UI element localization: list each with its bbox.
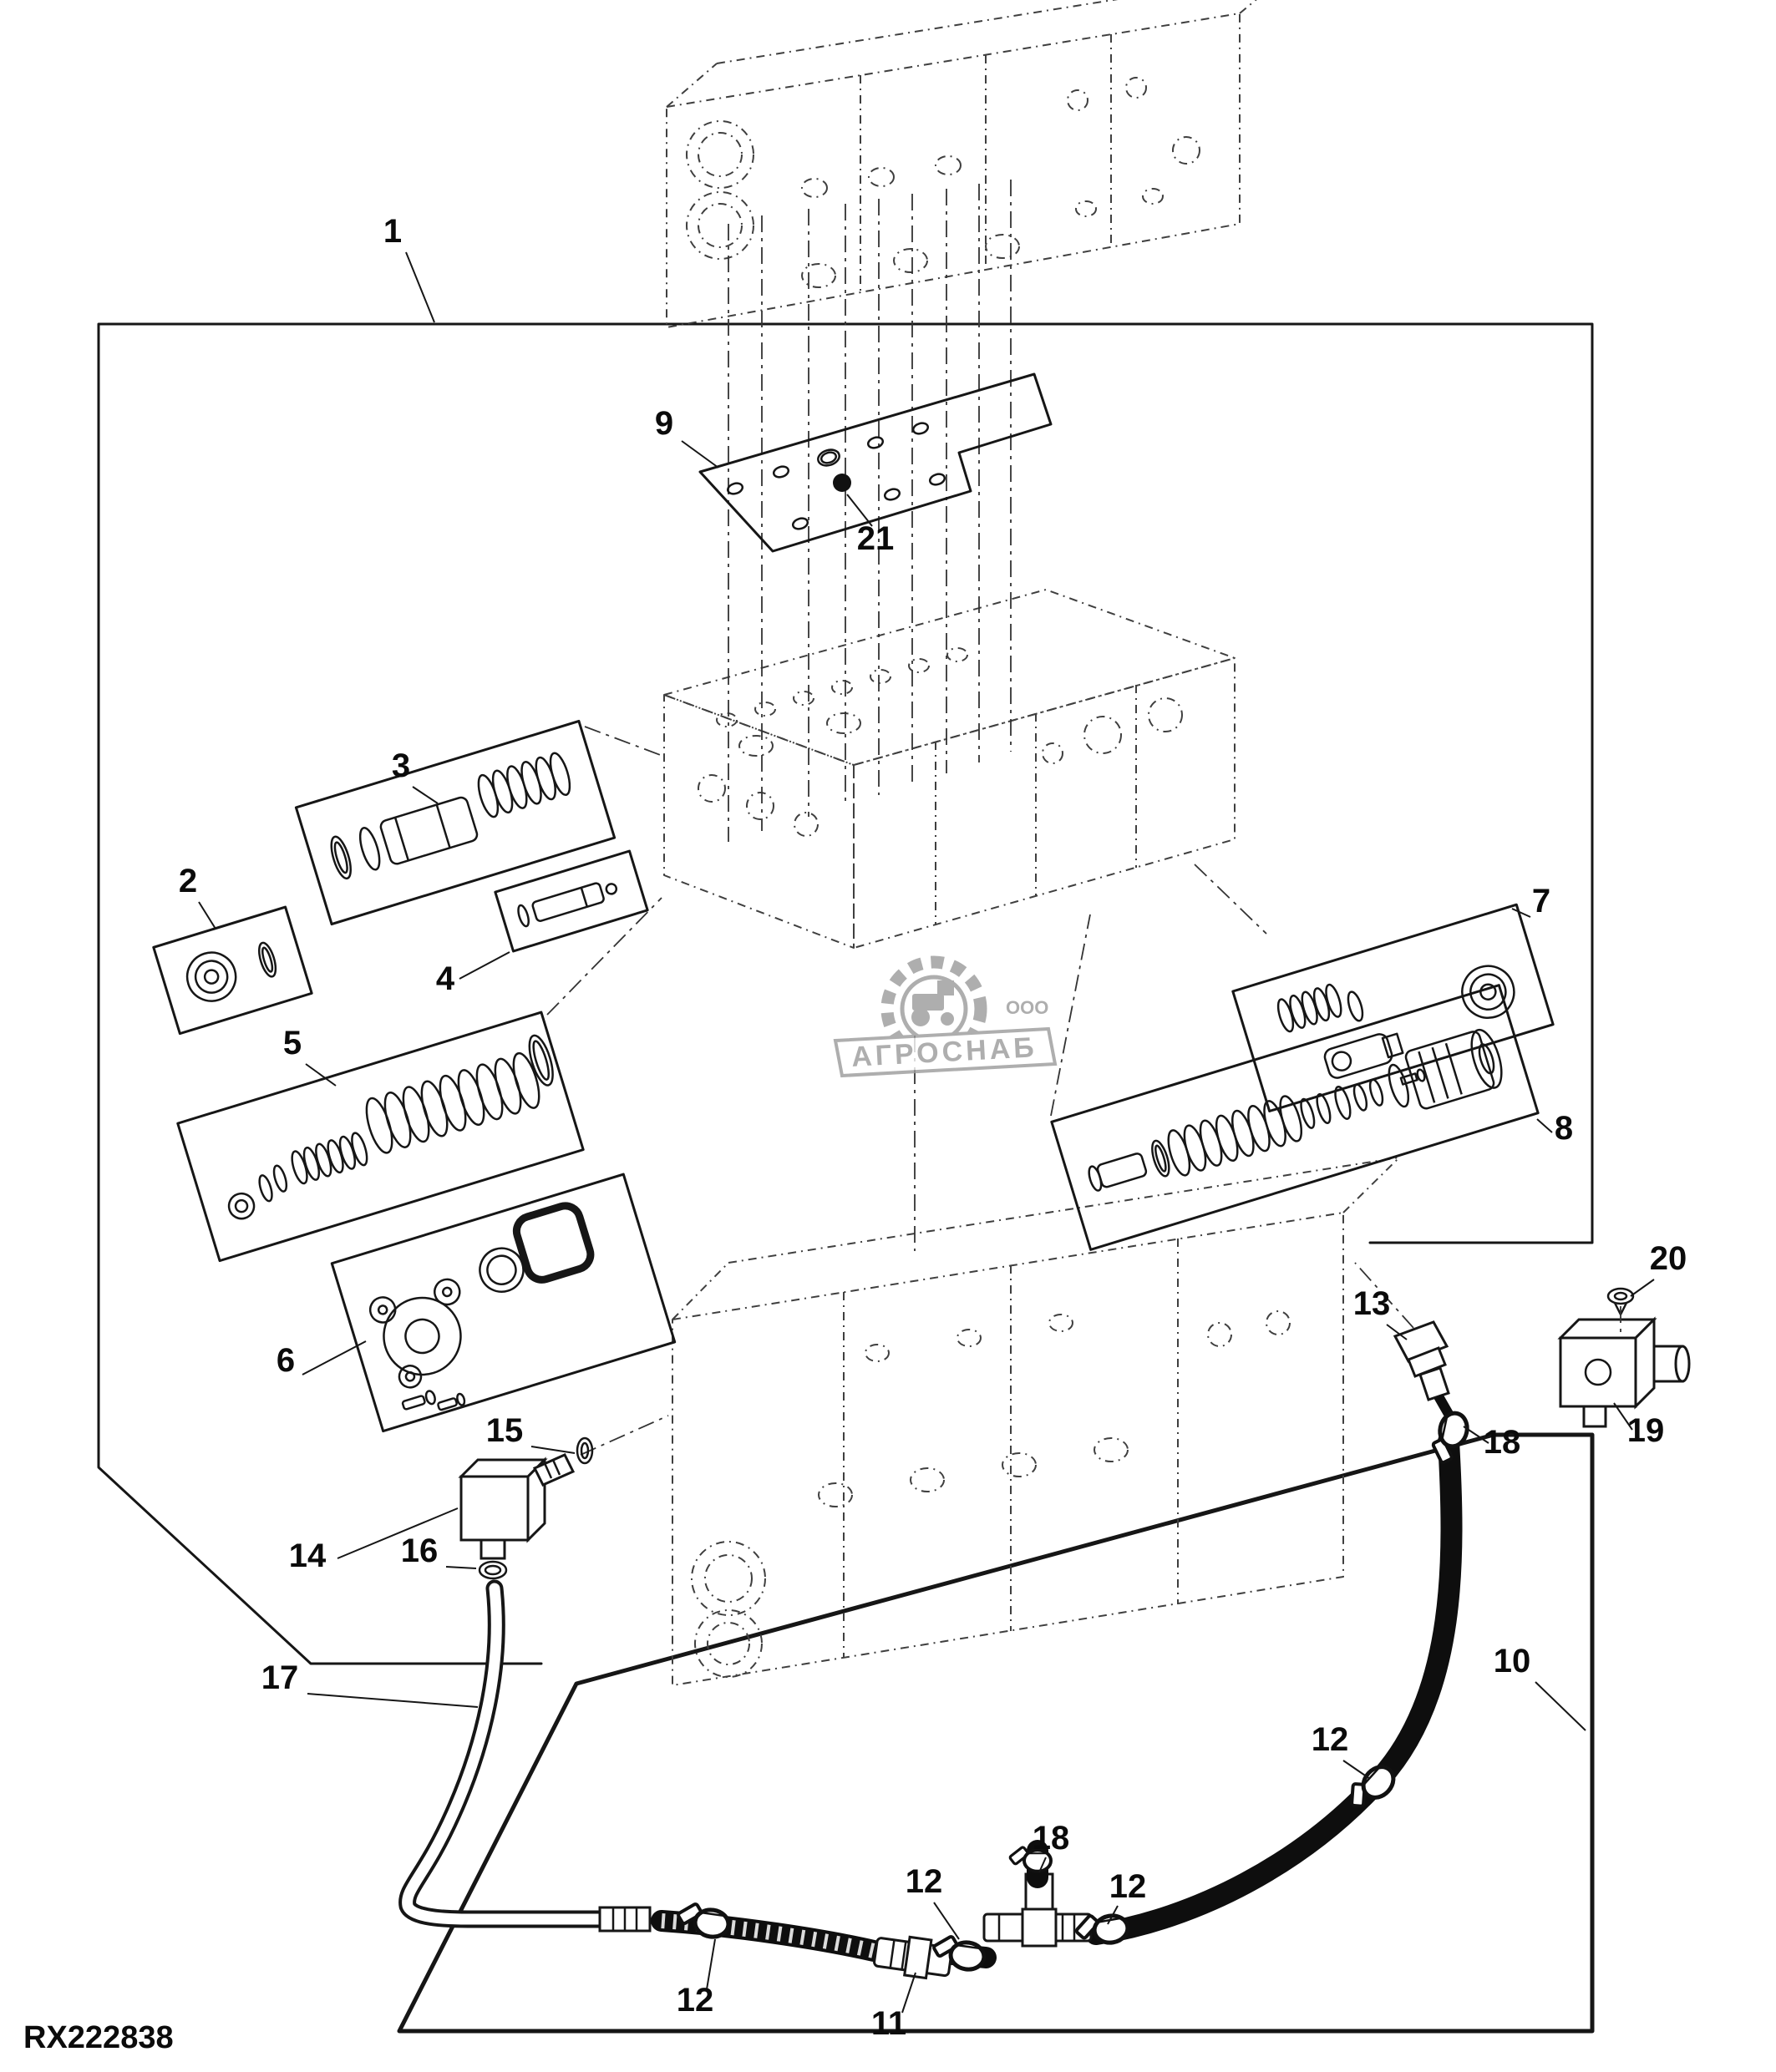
reference-number: RX222838 — [23, 2020, 174, 2055]
plug-20 — [1606, 1287, 1635, 1333]
detail-box-2 — [152, 905, 313, 1036]
leader-21 — [846, 494, 873, 527]
bottom-hose-assembly — [651, 1431, 1463, 1980]
elbow-fitting-14 — [458, 1453, 576, 1560]
o-ring-15 — [576, 1436, 594, 1465]
callout-15: 15 — [486, 1412, 524, 1449]
leader-12-left — [706, 1938, 716, 1990]
fitting-group-14-17 — [398, 1436, 652, 1933]
leader-12-mid — [933, 1902, 960, 1940]
leader-12-tee — [1107, 1905, 1119, 1925]
o-ring-16 — [478, 1560, 508, 1580]
plug-21 — [833, 474, 851, 492]
callout-19: 19 — [1627, 1412, 1665, 1449]
leader-2 — [198, 901, 216, 930]
leader-9 — [681, 440, 719, 469]
leader-8 — [1536, 1118, 1553, 1133]
callout-2: 2 — [179, 863, 197, 899]
hose-panel-10 — [397, 1432, 1595, 2034]
detail-box-7 — [1231, 903, 1555, 1112]
callout-11: 11 — [871, 2005, 906, 2042]
leader-18-bottom — [1038, 1857, 1047, 1873]
leader-15 — [530, 1446, 576, 1454]
callout-18-bottom: 18 — [1033, 1820, 1070, 1857]
leader-7 — [1511, 908, 1531, 918]
leader-10 — [1535, 1681, 1586, 1731]
detail-box-6 — [330, 1173, 677, 1433]
boundary-box-1 — [97, 322, 1594, 1665]
leader-19 — [1613, 1402, 1633, 1431]
detail-box-8 — [1050, 984, 1540, 1251]
callout-10: 10 — [1494, 1643, 1531, 1679]
callout-14: 14 — [289, 1538, 327, 1574]
callout-12-left: 12 — [677, 1982, 714, 2019]
callout-6: 6 — [277, 1342, 295, 1379]
long-hose-right — [1085, 1431, 1463, 1945]
ribbed-hose-left — [651, 1910, 885, 1962]
leader-20 — [1630, 1279, 1655, 1297]
leader-4 — [459, 951, 510, 980]
leader-12-right — [1342, 1760, 1371, 1780]
square-seal — [512, 1202, 595, 1284]
callout-9: 9 — [655, 405, 673, 442]
callout-20: 20 — [1650, 1240, 1687, 1277]
valve-block-bottom — [672, 1157, 1400, 1686]
callout-12-right: 12 — [1312, 1721, 1349, 1758]
leader-1 — [405, 251, 435, 323]
leader-13 — [1386, 1324, 1408, 1340]
leader-14 — [337, 1507, 459, 1559]
leader-6 — [302, 1340, 367, 1375]
watermark-tractor-icon — [911, 980, 954, 1026]
leader-5 — [305, 1063, 337, 1087]
callout-leaders — [198, 251, 1655, 2014]
watermark-org-prefix: ООО — [1006, 997, 1048, 1018]
center-lines — [546, 180, 1414, 1456]
callout-12-tee: 12 — [1109, 1868, 1147, 1905]
callout-7: 7 — [1532, 883, 1550, 919]
callout-13: 13 — [1353, 1285, 1391, 1322]
callout-18-upper: 18 — [1484, 1424, 1521, 1461]
fitting-group-13-20 — [1393, 1287, 1691, 1467]
callout-12-mid: 12 — [906, 1863, 943, 1900]
callout-labels: 1 9 21 2 3 4 5 6 7 8 13 18 19 20 10 14 1… — [179, 213, 1687, 2042]
leader-11 — [901, 1972, 916, 2014]
leader-3 — [412, 786, 439, 804]
hose-clamp-18-upper — [1429, 1410, 1470, 1467]
callout-3: 3 — [392, 747, 410, 784]
callout-8: 8 — [1555, 1110, 1573, 1147]
detail-box-3 — [294, 719, 617, 926]
callout-17: 17 — [261, 1659, 299, 1696]
callout-5: 5 — [283, 1025, 302, 1061]
gasket-plate-9 — [698, 372, 1053, 553]
block-fitting-19 — [1557, 1316, 1691, 1428]
coupler-11 — [873, 1935, 953, 1980]
valve-block-middle — [663, 589, 1236, 949]
leader-18-upper — [1463, 1426, 1489, 1444]
valve-block-top — [666, 0, 1257, 328]
callout-4: 4 — [436, 960, 455, 997]
watermark-ribbon — [833, 1026, 1058, 1078]
leader-16 — [445, 1566, 477, 1569]
watermark: ООО АГРОСНАБ — [833, 955, 1058, 1078]
tube-17 — [398, 1579, 607, 1928]
callout-16: 16 — [401, 1532, 439, 1569]
callout-1: 1 — [383, 213, 402, 250]
callout-21: 21 — [857, 520, 895, 557]
detail-box-5 — [176, 1011, 585, 1263]
detail-box-4 — [494, 849, 649, 953]
leader-17 — [307, 1693, 479, 1708]
